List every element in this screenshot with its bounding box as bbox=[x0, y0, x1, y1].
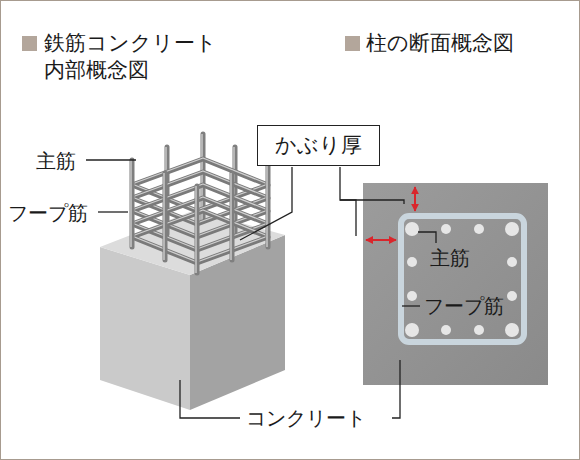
main-bar-section bbox=[405, 323, 419, 337]
main-bar-section bbox=[474, 224, 484, 234]
heading-marker bbox=[345, 36, 360, 51]
main-bar bbox=[130, 160, 135, 247]
main-bar-highlight bbox=[163, 173, 164, 260]
concrete-block bbox=[100, 210, 285, 410]
main-bar-section bbox=[507, 291, 517, 301]
cover-arrow bbox=[414, 187, 416, 211]
main-bar-highlight bbox=[230, 173, 231, 260]
part-label: 主筋 bbox=[430, 245, 470, 271]
section-heading: 鉄筋コンクリート 内部概念図 bbox=[44, 30, 244, 85]
rebar-cage bbox=[131, 134, 268, 273]
main-bar-section bbox=[507, 257, 517, 267]
main-bar-section bbox=[407, 291, 417, 301]
main-bar-highlight bbox=[130, 160, 131, 247]
main-bar-section bbox=[441, 325, 451, 335]
main-bar-section bbox=[405, 222, 419, 236]
hoop bbox=[132, 211, 268, 263]
hoop-section bbox=[401, 216, 524, 342]
callout-box: かぶり厚 bbox=[257, 125, 380, 166]
section-heading: 柱の断面概念図 bbox=[366, 30, 514, 57]
callout-text: かぶり厚 bbox=[275, 133, 362, 158]
main-bar-highlight bbox=[195, 186, 196, 273]
part-label: コンクリート bbox=[246, 405, 366, 431]
part-label: 主筋 bbox=[36, 148, 76, 174]
main-bar bbox=[230, 173, 235, 260]
main-bar bbox=[163, 173, 168, 260]
main-bar bbox=[266, 160, 271, 247]
hoop-highlight bbox=[132, 197, 268, 249]
cover-arrow bbox=[366, 239, 396, 241]
main-bar-section bbox=[407, 257, 417, 267]
main-bar-section bbox=[505, 323, 519, 337]
main-bar-section bbox=[441, 224, 451, 234]
main-bar-section bbox=[474, 325, 484, 335]
part-label: フープ筋 bbox=[8, 200, 88, 226]
main-bar bbox=[195, 186, 200, 273]
heading-marker bbox=[22, 36, 37, 51]
part-label: フープ筋 bbox=[424, 293, 504, 319]
main-bars bbox=[405, 222, 519, 337]
column-section bbox=[363, 183, 548, 385]
main-bar-highlight bbox=[266, 160, 267, 247]
main-bar-section bbox=[505, 222, 519, 236]
leader-lines bbox=[86, 160, 436, 418]
